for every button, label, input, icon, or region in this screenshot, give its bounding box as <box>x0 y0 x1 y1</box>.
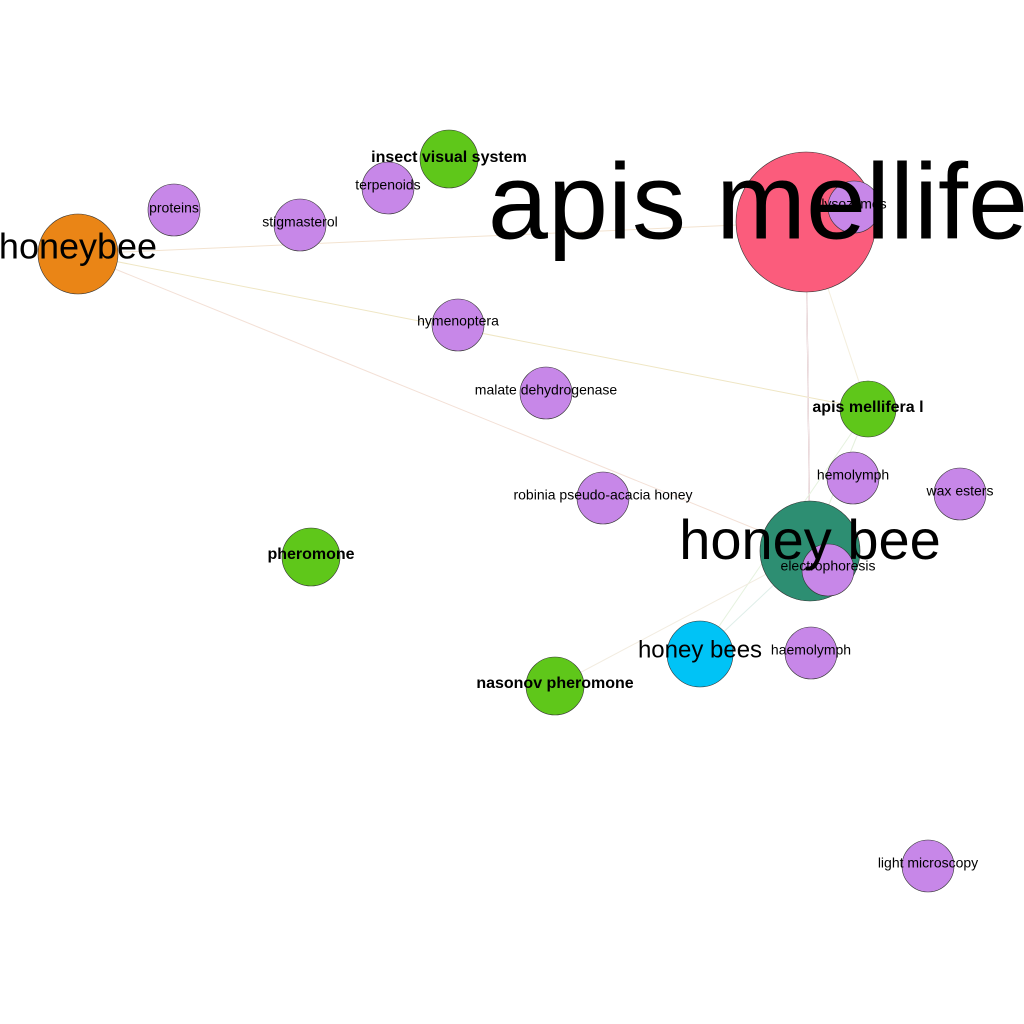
node-lysozymes[interactable] <box>827 180 881 234</box>
node-label-pheromone: pheromone <box>267 546 354 563</box>
node-label-honeybee: honeybee <box>0 226 157 267</box>
node-light-microscopy[interactable] <box>901 839 955 893</box>
node-label-honey-bees: honey bees <box>638 636 762 663</box>
node-label-light-microscopy: light microscopy <box>878 855 978 871</box>
node-insect-visual-system[interactable] <box>419 129 479 189</box>
node-label-lysozymes: lysozymes <box>821 196 886 212</box>
node-label-proteins: proteins <box>149 200 199 216</box>
node-label-stigmasterol: stigmasterol <box>262 214 337 230</box>
node-pheromone[interactable] <box>281 527 341 587</box>
node-label-insect-visual-system: insect visual system <box>371 149 527 166</box>
node-hymenoptera[interactable] <box>431 298 485 352</box>
node-nasonov-pheromone[interactable] <box>525 656 585 716</box>
node-apis-mellifera-l[interactable] <box>839 380 897 438</box>
node-label-nasonov-pheromone: nasonov pheromone <box>476 675 633 692</box>
node-label-electrophoresis: electrophoresis <box>781 558 876 574</box>
node-label-robinia: robinia pseudo-acacia honey <box>513 487 692 503</box>
node-robinia[interactable] <box>576 471 630 525</box>
node-terpenoids[interactable] <box>361 161 415 215</box>
edge-honeybee-to-apis-mellifera <box>77 221 807 255</box>
node-label-hemolymph: hemolymph <box>817 467 889 483</box>
node-honey-bees[interactable] <box>666 620 734 688</box>
node-label-apis-mellifera: apis mellifera <box>488 141 1024 262</box>
node-stigmasterol[interactable] <box>273 198 327 252</box>
node-haemolymph[interactable] <box>784 626 838 680</box>
node-proteins[interactable] <box>147 183 201 237</box>
node-malate-dehydrogenase[interactable] <box>519 366 573 420</box>
node-hemolymph[interactable] <box>826 451 880 505</box>
node-label-haemolymph: haemolymph <box>771 642 851 658</box>
node-label-wax-esters: wax esters <box>926 483 994 499</box>
node-electrophoresis[interactable] <box>801 543 855 597</box>
node-label-hymenoptera: hymenoptera <box>417 313 499 329</box>
node-label-apis-mellifera-l: apis mellifera l <box>812 399 923 416</box>
labels-layer: apis mellifera honeybee honey bee honey bee… <box>0 141 1024 871</box>
nodes-layer <box>37 129 987 893</box>
node-label-malate-dehydrogenase: malate dehydrogenase <box>475 382 618 398</box>
edges-layer <box>77 221 869 687</box>
node-label-terpenoids: terpenoids <box>355 177 420 193</box>
edge-honeybee-to-honey-bee <box>77 253 811 552</box>
node-wax-esters[interactable] <box>933 467 987 521</box>
node-label-honey-bee: honey bee <box>679 508 941 571</box>
node-honeybee[interactable] <box>37 213 119 295</box>
